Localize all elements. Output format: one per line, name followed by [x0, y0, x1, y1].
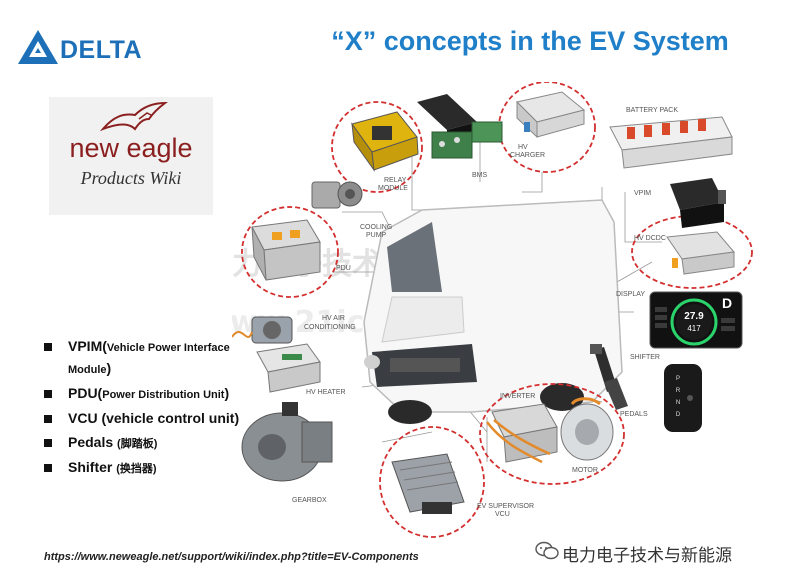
label-hv-charger-2: CHARGER [510, 152, 545, 159]
label-cooling-pump-1: COOLING [360, 224, 392, 231]
label-gearbox: GEARBOX [292, 497, 327, 504]
source-url: https://www.neweagle.net/support/wiki/in… [44, 551, 419, 563]
component-bullet-list: VPIM(Vehicle Power Interface Module) PDU… [44, 336, 244, 482]
new-eagle-logo: new eagle Products Wiki [49, 97, 213, 215]
label-battery-pack: BATTERY PACK [626, 107, 678, 114]
label-relay-module-2: MODULE [378, 185, 408, 192]
display-gear: D [722, 295, 732, 311]
label-bms: BMS [472, 172, 488, 179]
label-inverter: INVERTER [500, 393, 535, 400]
shifter-key-r: R [676, 388, 681, 394]
label-motor: MOTOR [572, 467, 598, 474]
footer-watermark: 电力电子技术与新能源 [562, 546, 732, 566]
hv-dcdc-circle [631, 215, 753, 289]
inverter-component [486, 403, 558, 464]
gearbox-component [241, 402, 333, 482]
label-ev-supervisor-2: VCU [495, 511, 510, 518]
bullet-tail: ) [106, 360, 112, 376]
bullet-square-icon [44, 343, 52, 351]
label-shifter: SHIFTER [630, 354, 660, 361]
bullet-sub: Vehicle Power Interface Module [68, 342, 230, 376]
hv-dcdc-component [666, 231, 735, 275]
vpim-component [670, 178, 726, 228]
relay-module-component [351, 111, 419, 172]
bullet-main: PDU( [68, 385, 103, 401]
bullet-sub: (换挡器) [116, 463, 157, 475]
label-pedals: PEDALS [620, 411, 648, 418]
new-eagle-subtitle: Products Wiki [80, 168, 182, 188]
bullet-square-icon [44, 415, 52, 423]
bullet-main: VPIM( [68, 338, 107, 354]
bms-component [417, 94, 503, 159]
bullet-square-icon [44, 439, 52, 447]
label-hv-dcdc: HV DCDC [634, 235, 666, 242]
component-labels: RELAY MODULE BMS HV CHARGER BATTERY PACK… [292, 107, 678, 518]
hv-charger-component [516, 91, 586, 139]
bullet-square-icon [44, 464, 52, 472]
ev-components-diagram: 电力电子技术与新能源 www.21ic.com [232, 82, 753, 538]
pdu-component [251, 219, 321, 281]
shifter-component: P R N D [664, 364, 702, 432]
label-pdu: PDU [336, 265, 351, 272]
hv-air-conditioning-component [232, 316, 293, 344]
pdu-circle [241, 206, 339, 298]
bullet-item-vcu: VCU (vehicle control unit) [44, 408, 244, 429]
vcu-component [391, 453, 465, 514]
bullet-item-pedals: Pedals (脚踏板) [44, 432, 244, 454]
label-display: DISPLAY [616, 291, 645, 298]
bullet-square-icon [44, 390, 52, 398]
shifter-key-p: P [676, 376, 680, 382]
eagle-icon [99, 101, 169, 132]
delta-logo-icon [18, 30, 58, 64]
relay-module-circle [331, 101, 423, 193]
bullet-main: Shifter [68, 459, 117, 475]
bullet-tail: ) [224, 385, 230, 401]
vcu-circle [379, 426, 485, 538]
label-vpim: VPIM [634, 190, 651, 197]
pedals-component [590, 344, 628, 410]
bullet-item-pdu: PDU(Power Distribution Unit) [44, 383, 244, 405]
bullet-item-shifter: Shifter (换挡器) [44, 457, 244, 479]
bullet-sub: (脚踏板) [117, 438, 158, 450]
label-hv-air-1: HV AIR [322, 315, 345, 322]
display-component: 27.9 417 D [649, 291, 743, 349]
new-eagle-title: new eagle [69, 133, 193, 163]
cooling-pump-component [311, 181, 363, 209]
inverter-motor-circle [479, 383, 625, 485]
label-relay-module-1: RELAY [384, 177, 407, 184]
battery-pack-component [609, 116, 733, 169]
label-hv-heater: HV HEATER [306, 389, 346, 396]
label-hv-air-2: CONDITIONING [304, 324, 356, 331]
motor-component [560, 397, 614, 461]
logo-text: DELTA [60, 36, 143, 64]
label-ev-supervisor-1: EV SUPERVISOR [477, 503, 534, 510]
label-hv-charger-1: HV [518, 144, 528, 151]
van-illustration [363, 199, 623, 424]
page-title: “X” concepts in the EV System [331, 26, 729, 56]
display-value-bottom: 417 [687, 324, 701, 333]
bullet-main: Pedals [68, 434, 118, 450]
label-cooling-pump-2: PUMP [366, 232, 387, 239]
shifter-key-d: D [676, 412, 681, 418]
bullet-item-vpim: VPIM(Vehicle Power Interface Module) [44, 336, 244, 380]
display-value-top: 27.9 [684, 311, 704, 322]
bullet-sub: Power Distribution Unit [102, 389, 225, 401]
bullet-main: VCU (vehicle control unit) [68, 410, 240, 426]
shifter-key-n: N [676, 400, 680, 406]
wechat-icon [535, 541, 559, 560]
hv-heater-component [256, 343, 321, 393]
